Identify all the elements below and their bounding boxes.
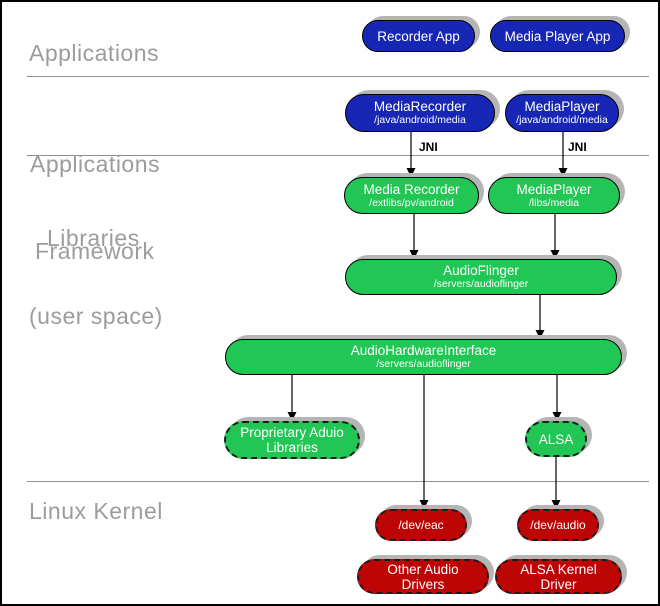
- node-sublabel: /servers/audioflinger: [376, 358, 471, 371]
- node-audio-hardware-interface: AudioHardwareInterface /servers/audiofli…: [225, 339, 622, 375]
- node-sublabel: /servers/audioflinger: [433, 278, 529, 291]
- section-label-applications: Applications: [29, 40, 160, 66]
- framework-label-line2: Framework: [35, 238, 155, 264]
- libraries-label-line1: Libraries: [47, 225, 140, 251]
- node-other-audio-drivers: Other Audio Drivers: [357, 559, 489, 594]
- node-label: /dev/eac: [398, 518, 444, 532]
- jni-label-left: JNI: [419, 140, 438, 154]
- divider-applications-framework: [27, 76, 649, 77]
- node-label: AudioHardwareInterface: [350, 343, 497, 359]
- node-media-recorder-lib: Media Recorder /extlibs/pv/android: [344, 177, 479, 214]
- node-alsa-kernel-driver: ALSA Kernel Driver: [495, 559, 622, 594]
- node-label: MediaPlayer: [524, 99, 600, 115]
- section-label-libraries: Libraries (user space): [29, 173, 163, 381]
- node-audioflinger: AudioFlinger /servers/audioflinger: [345, 259, 617, 295]
- node-dev-audio: /dev/audio: [517, 509, 599, 541]
- node-proprietary-audio-libraries: Proprietary Aduio Libraries: [224, 421, 360, 459]
- framework-label-line1: Applications: [30, 151, 161, 177]
- node-label: MediaPlayer: [516, 181, 592, 197]
- node-sublabel: /libs/media: [528, 196, 580, 209]
- node-label: AudioFlinger: [443, 263, 519, 279]
- node-dev-eac: /dev/eac: [375, 509, 467, 541]
- libraries-label-line2: (user space): [29, 303, 163, 329]
- node-mediarecorder-framework: MediaRecorder /java/android/media: [345, 94, 495, 132]
- node-label: Other Audio Drivers: [387, 561, 459, 592]
- node-label: Media Recorder: [363, 181, 460, 197]
- node-label: Recorder App: [377, 28, 460, 44]
- node-label: Media Player App: [504, 28, 611, 44]
- node-label: MediaRecorder: [373, 99, 467, 115]
- node-label: ALSA: [538, 431, 574, 447]
- node-sublabel: /java/android/media: [516, 114, 608, 127]
- node-mediaplayer-lib: MediaPlayer /libs/media: [488, 177, 620, 214]
- node-sublabel: /java/android/media: [374, 114, 466, 127]
- section-label-linux-kernel: Linux Kernel: [29, 498, 163, 524]
- jni-label-right: JNI: [568, 140, 587, 154]
- node-sublabel: /extlibs/pv/android: [369, 196, 454, 209]
- node-mediaplayer-framework: MediaPlayer /java/android/media: [505, 94, 619, 132]
- divider-libraries-kernel: [27, 481, 649, 482]
- node-label: Proprietary Aduio Libraries: [240, 425, 344, 455]
- node-recorder-app: Recorder App: [362, 20, 475, 52]
- node-alsa: ALSA: [525, 421, 587, 457]
- node-label: ALSA Kernel Driver: [520, 561, 597, 592]
- node-media-player-app: Media Player App: [490, 20, 625, 52]
- section-label-applications-framework: Applications Framework: [30, 92, 160, 324]
- divider-framework-libraries: [27, 155, 649, 156]
- node-label: /dev/audio: [530, 518, 586, 532]
